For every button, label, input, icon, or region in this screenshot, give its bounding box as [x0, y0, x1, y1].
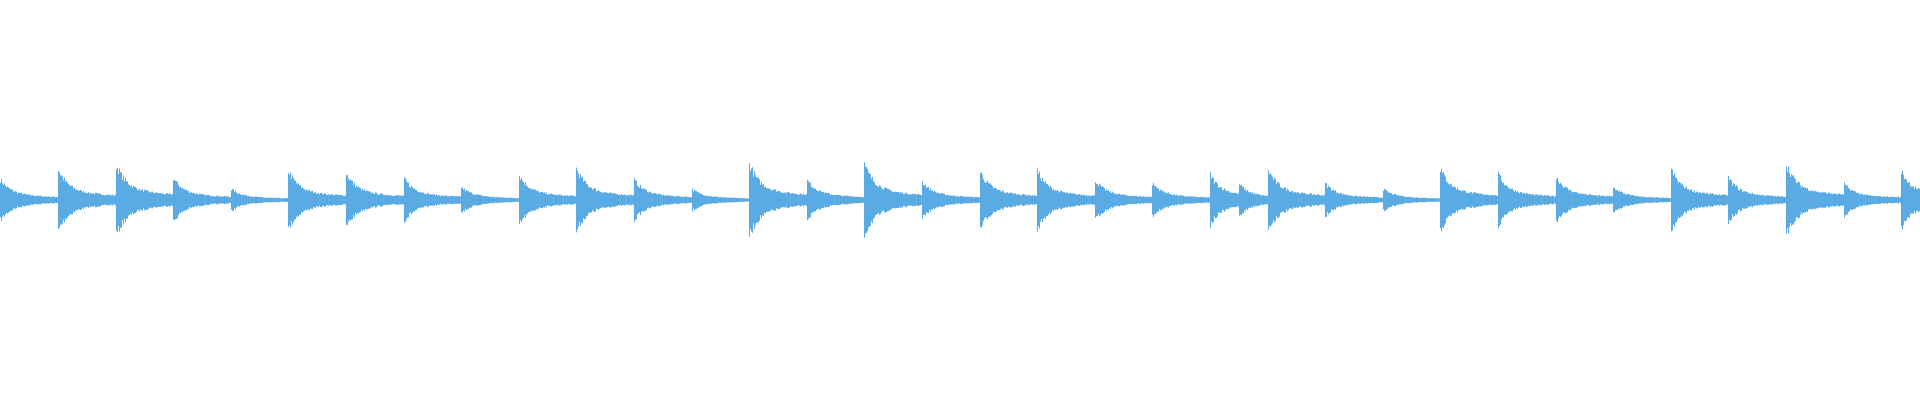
waveform-bars	[0, 162, 1920, 238]
waveform-trace	[0, 162, 1920, 238]
